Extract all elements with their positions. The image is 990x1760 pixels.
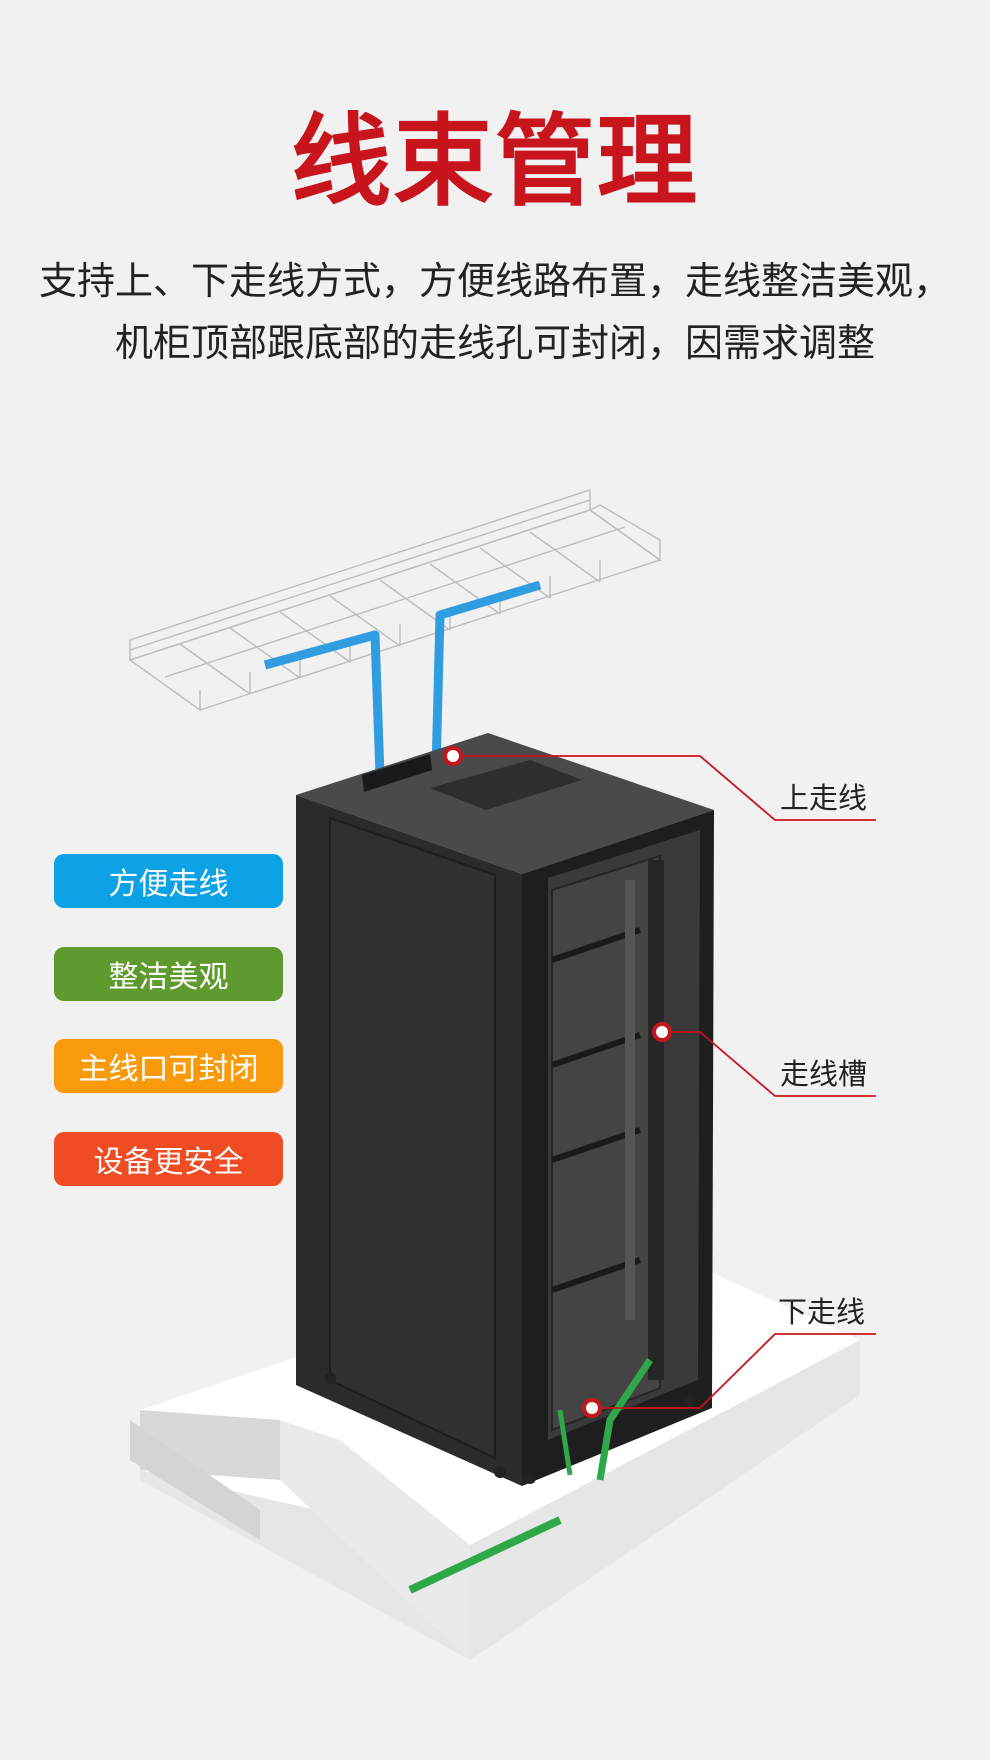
callout-lines <box>453 755 876 1409</box>
page-title: 线束管理 <box>291 103 699 220</box>
feature-badge-easy-routing: 方便走线 <box>54 854 283 908</box>
bottom-marker-icon <box>582 1398 602 1418</box>
server-cabinet <box>296 733 714 1486</box>
subtitle-line-2: 机柜顶部跟底部的走线孔可封闭，因需求调整 <box>114 321 875 365</box>
feature-badge-safety: 设备更安全 <box>54 1132 283 1186</box>
feature-badge-tidy: 整洁美观 <box>54 947 283 1001</box>
floor-cable <box>408 1516 562 1594</box>
feature-badge-sealable-port: 主线口可封闭 <box>54 1039 283 1093</box>
cable-tray <box>128 489 662 711</box>
callout-markers <box>443 746 672 1418</box>
callout-cable-trough: 走线槽 <box>780 1057 868 1091</box>
callout-bottom-routing: 下走线 <box>778 1295 866 1329</box>
callout-top-routing: 上走线 <box>780 781 868 815</box>
top-marker-icon <box>443 746 463 766</box>
middle-marker-icon <box>652 1022 672 1042</box>
subtitle-line-1: 支持上、下走线方式，方便线路布置，走线整洁美观， <box>38 259 951 303</box>
